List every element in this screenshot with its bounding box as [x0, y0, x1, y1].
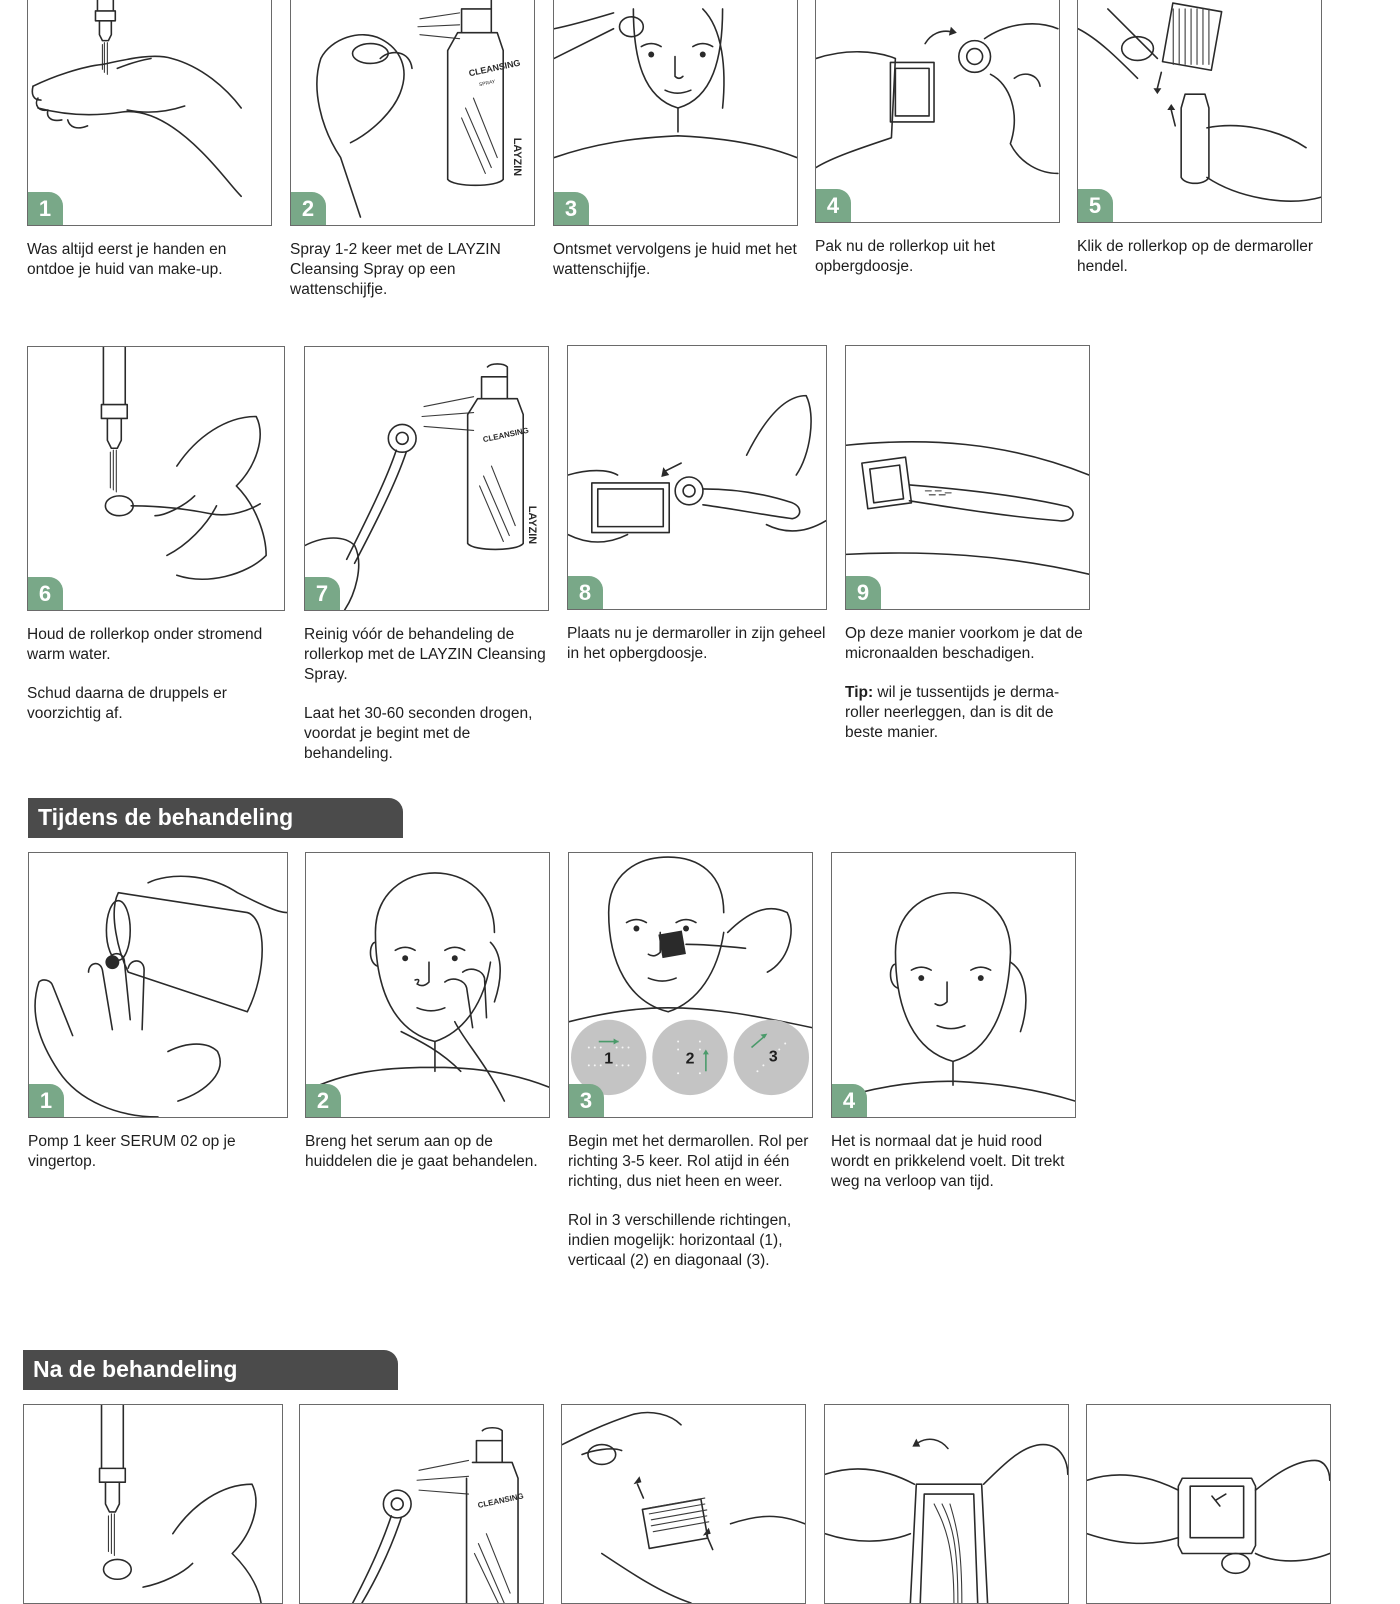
illustration-frame: CLEANSING LAYZIN 7 — [304, 346, 549, 611]
spray-roller-icon: CLEANSING LAYZIN — [305, 363, 538, 610]
apply-serum-face-icon — [306, 872, 549, 1102]
hand-washing-icon — [31, 0, 242, 198]
spray-cotton-pad-icon: CLEANSING SPRAY LAYZIN — [316, 0, 523, 218]
illustration-frame: 4 — [831, 852, 1076, 1118]
before-step-8: 8 Plaats nu je dermaroller in zijn gehee… — [567, 345, 827, 683]
dermarolling-face-icon: 1 2 3 — [569, 856, 812, 1096]
step-caption: Begin met het dermarollen. Rol per richt… — [568, 1133, 809, 1269]
illustration-frame: 6 — [27, 346, 285, 611]
step-caption: Klik de rollerkop op de dermaroller hend… — [1077, 238, 1314, 275]
step-caption: Spray 1-2 keer met de LAYZIN Cleansing S… — [290, 241, 501, 298]
svg-text:LAYZIN: LAYZIN — [511, 138, 523, 176]
illustration-frame: 8 — [567, 345, 827, 610]
section-header-during: Tijdens de behandeling — [28, 798, 403, 838]
place-in-box-icon — [568, 394, 826, 543]
illustration-frame: 1 — [28, 852, 288, 1118]
after-step-5 — [1086, 1404, 1331, 1604]
illustration-frame: 1 — [27, 0, 272, 226]
before-step-2: CLEANSING SPRAY LAYZIN 2 Spray 1-2 keer … — [290, 0, 535, 319]
step-caption: Reinig vóór de behandeling de rollerkop … — [304, 626, 546, 762]
step-caption: Ontsmet vervolgens je huid met het watte… — [553, 241, 797, 278]
svg-text:1: 1 — [604, 1050, 613, 1067]
before-step-6: 6 Houd de rollerkop onder stromend warm … — [27, 346, 285, 743]
during-step-4: 4 Het is normaal dat je huid rood wordt … — [831, 852, 1076, 1211]
close-box-icon — [1087, 1459, 1330, 1575]
step-caption: Het is normaal dat je huid rood wordt en… — [831, 1133, 1065, 1190]
illustration-frame: 1 2 3 3 — [568, 852, 813, 1118]
before-step-3: 3 Ontsmet vervolgens je huid met het wat… — [553, 0, 798, 299]
before-step-1: 1 Was altijd eerst je handen en ontdoe j… — [27, 0, 272, 299]
before-step-4: 4 Pak nu de rollerkop uit het opbergdoos… — [815, 0, 1060, 296]
tip-text: wil je tussentijds je derma-roller neerl… — [845, 684, 1060, 741]
illustration-frame — [824, 1404, 1069, 1604]
place-in-box-icon — [825, 1438, 1068, 1603]
step-caption: Was altijd eerst je handen en ontdoe je … — [27, 241, 227, 278]
remove-roller-head-icon — [816, 23, 1059, 175]
before-step-9: 9 Op deze manier voorkom je dat de micro… — [845, 345, 1090, 762]
illustration-frame: CLEANSING SPRAY LAYZIN 2 — [290, 0, 535, 226]
illustration-frame: CLEANSING — [299, 1404, 544, 1604]
step-caption: Plaats nu je dermaroller in zijn geheel … — [567, 625, 826, 662]
before-step-7: CLEANSING LAYZIN 7 Reinig vóór de behand… — [304, 346, 549, 783]
spray-roller-icon: CLEANSING — [351, 1426, 524, 1603]
after-step-3 — [561, 1404, 806, 1604]
after-step-1 — [23, 1404, 283, 1604]
step-caption: Breng het serum aan op de huiddelen die … — [305, 1133, 538, 1170]
during-step-1: 1 Pomp 1 keer SERUM 02 op je vingertop. — [28, 852, 288, 1191]
rinse-roller-icon — [100, 347, 267, 580]
illustration-frame — [1086, 1404, 1331, 1604]
section-header-after: Na de behandeling — [23, 1350, 398, 1390]
rinse-roller-icon — [98, 1405, 262, 1603]
svg-text:2: 2 — [686, 1050, 695, 1067]
serum-pump-icon — [34, 875, 287, 1117]
illustration-frame: 3 — [553, 0, 798, 226]
red-skin-face-icon — [832, 891, 1075, 1102]
tip-label: Tip: — [845, 684, 874, 701]
after-step-4 — [824, 1404, 1069, 1604]
illustration-frame: 9 — [845, 345, 1090, 610]
svg-text:CLEANSING: CLEANSING — [468, 58, 521, 79]
illustration-frame: 4 — [815, 0, 1060, 223]
roller-resting-icon — [846, 441, 1089, 575]
svg-text:3: 3 — [769, 1048, 778, 1065]
remove-roller-head-icon — [562, 1411, 805, 1603]
illustration-frame — [561, 1404, 806, 1604]
illustration-frame: 2 — [305, 852, 550, 1118]
step-caption: Op deze manier voorkom je dat de microna… — [845, 625, 1083, 741]
illustration-frame — [23, 1404, 283, 1604]
illustration-frame: 5 — [1077, 0, 1322, 223]
during-step-3: 1 2 3 3 Begin met het dermarollen. Rol p… — [568, 852, 813, 1290]
face-disinfect-icon — [554, 8, 797, 159]
step-caption: Houd de rollerkop onder stromend warm wa… — [27, 626, 263, 722]
after-step-2: CLEANSING — [299, 1404, 544, 1604]
before-step-5: 5 Klik de rollerkop op de dermaroller he… — [1077, 0, 1322, 296]
click-roller-head-icon — [1078, 2, 1321, 202]
step-caption: Pak nu de rollerkop uit het opbergdoosje… — [815, 238, 996, 275]
svg-text:LAYZIN: LAYZIN — [526, 506, 538, 545]
during-step-2: 2 Breng het serum aan op de huiddelen di… — [305, 852, 550, 1191]
svg-text:SPRAY: SPRAY — [479, 79, 497, 88]
step-caption: Pomp 1 keer SERUM 02 op je vingertop. — [28, 1133, 236, 1170]
